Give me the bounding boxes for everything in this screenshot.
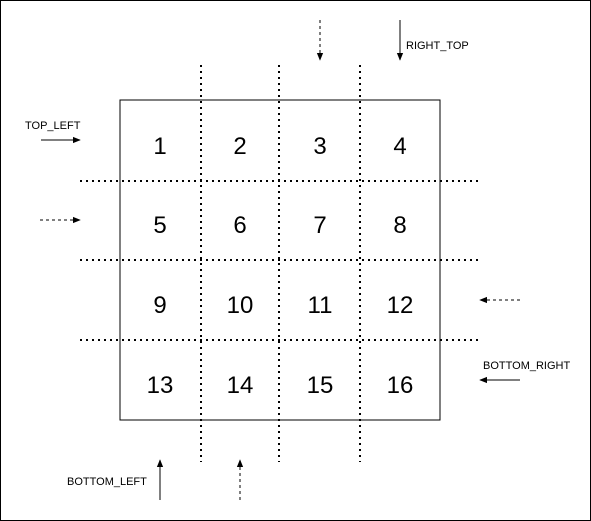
cell-13: 13 bbox=[147, 372, 174, 399]
cell-1: 1 bbox=[153, 133, 166, 160]
cell-15: 15 bbox=[307, 372, 334, 399]
cell-8: 8 bbox=[393, 212, 406, 239]
cell-14: 14 bbox=[227, 372, 254, 399]
cell-9: 9 bbox=[153, 292, 166, 319]
cell-5: 5 bbox=[153, 212, 166, 239]
cell-6: 6 bbox=[233, 212, 246, 239]
cell-2: 2 bbox=[233, 133, 246, 160]
cell-12: 12 bbox=[387, 292, 414, 319]
label-top-left: TOP_LEFT bbox=[25, 120, 81, 132]
cell-11: 11 bbox=[308, 292, 333, 319]
label-right-top: RIGHT_TOP bbox=[406, 40, 469, 52]
cell-16: 16 bbox=[387, 372, 414, 399]
cell-4: 4 bbox=[393, 133, 406, 160]
label-bottom-left: BOTTOM_LEFT bbox=[67, 476, 147, 488]
cell-10: 10 bbox=[227, 292, 254, 319]
cell-3: 3 bbox=[313, 133, 326, 160]
cell-7: 7 bbox=[313, 212, 326, 239]
label-bottom-right: BOTTOM_RIGHT bbox=[483, 360, 570, 372]
